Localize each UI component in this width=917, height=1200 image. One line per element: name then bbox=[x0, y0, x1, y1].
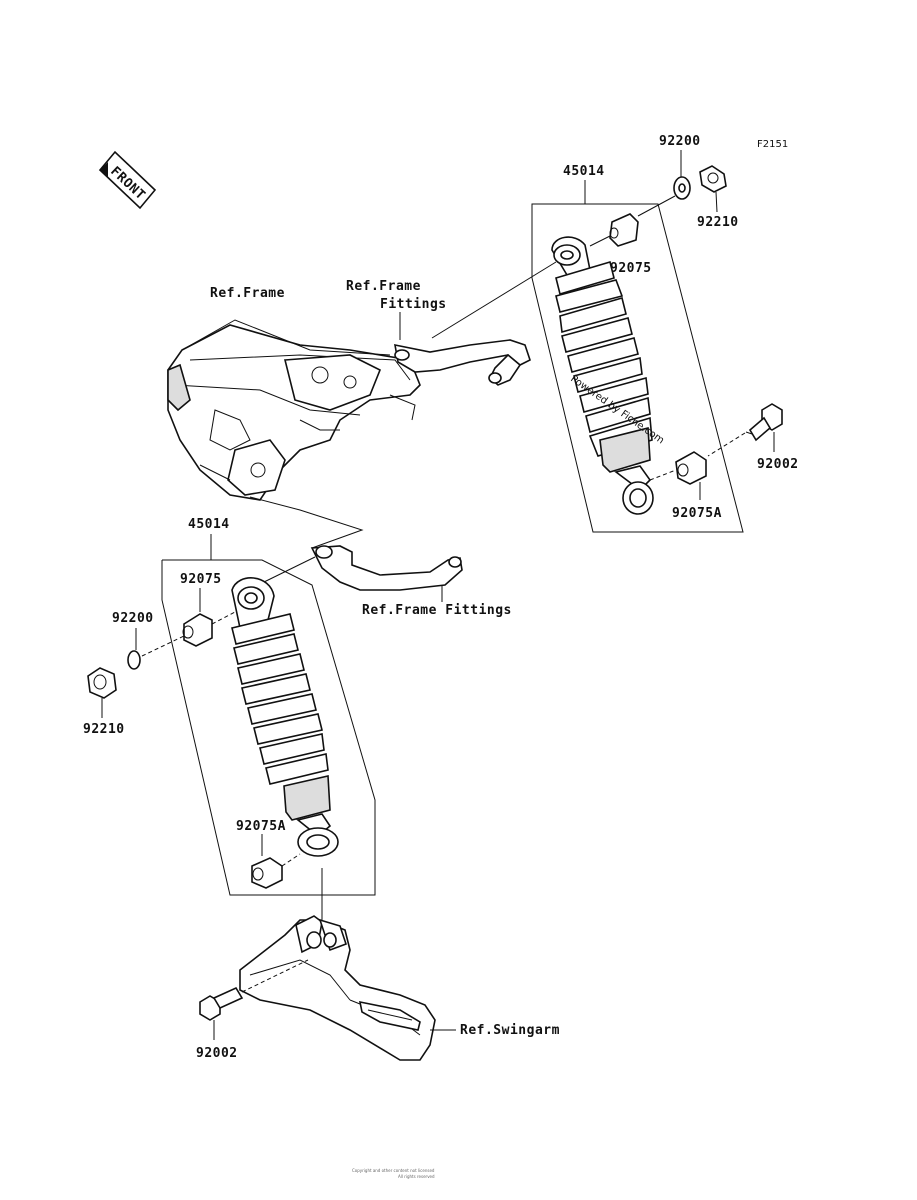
right-nut-label: 92210 bbox=[697, 215, 739, 230]
left-assembly-label: 45014 bbox=[188, 517, 230, 532]
right-bolt bbox=[745, 403, 783, 442]
ref-frame-fittings-top-line1: Ref.Frame bbox=[346, 279, 421, 294]
right-assembly-label: 45014 bbox=[563, 164, 605, 179]
left-upper-bushing-label: 92075 bbox=[180, 572, 222, 587]
right-nut bbox=[699, 165, 727, 193]
right-lower-bushing bbox=[675, 451, 707, 485]
left-washer bbox=[127, 650, 141, 670]
footer-line2: All rights reserved bbox=[398, 1174, 435, 1179]
footer-line1: Copyright and other content not licensed bbox=[352, 1168, 435, 1173]
frame-fitting-upper bbox=[394, 339, 531, 386]
left-upper-bushing bbox=[182, 613, 213, 647]
frame-fitting-lower bbox=[310, 545, 463, 591]
right-upper-bushing-label: 92075 bbox=[610, 261, 652, 276]
left-washer-label: 92200 bbox=[112, 611, 154, 626]
right-upper-bushing bbox=[609, 213, 639, 247]
left-nut-label: 92210 bbox=[83, 722, 125, 737]
left-lower-bushing-label: 92075A bbox=[236, 819, 286, 834]
frame-drawing bbox=[167, 319, 421, 501]
right-washer-label: 92200 bbox=[659, 134, 701, 149]
figure-code: F2151 bbox=[757, 139, 788, 150]
ref-frame-fittings-lower-label: Ref.Frame Fittings bbox=[362, 603, 512, 618]
left-bolt-label: 92002 bbox=[196, 1046, 238, 1061]
right-shock-absorber bbox=[551, 236, 654, 515]
swingarm-drawing bbox=[239, 915, 436, 1061]
right-lower-bushing-label: 92075A bbox=[672, 506, 722, 521]
right-bolt-label: 92002 bbox=[757, 457, 799, 472]
left-bolt bbox=[199, 986, 244, 1021]
front-arrow-icon: FRONT bbox=[98, 150, 157, 210]
left-shock-absorber bbox=[231, 577, 339, 857]
ref-frame-label: Ref.Frame bbox=[210, 286, 285, 301]
ref-swingarm-label: Ref.Swingarm bbox=[460, 1023, 560, 1038]
left-nut bbox=[87, 667, 117, 699]
left-lower-bushing bbox=[251, 857, 283, 889]
ref-frame-fittings-top-line2: Fittings bbox=[380, 297, 447, 312]
